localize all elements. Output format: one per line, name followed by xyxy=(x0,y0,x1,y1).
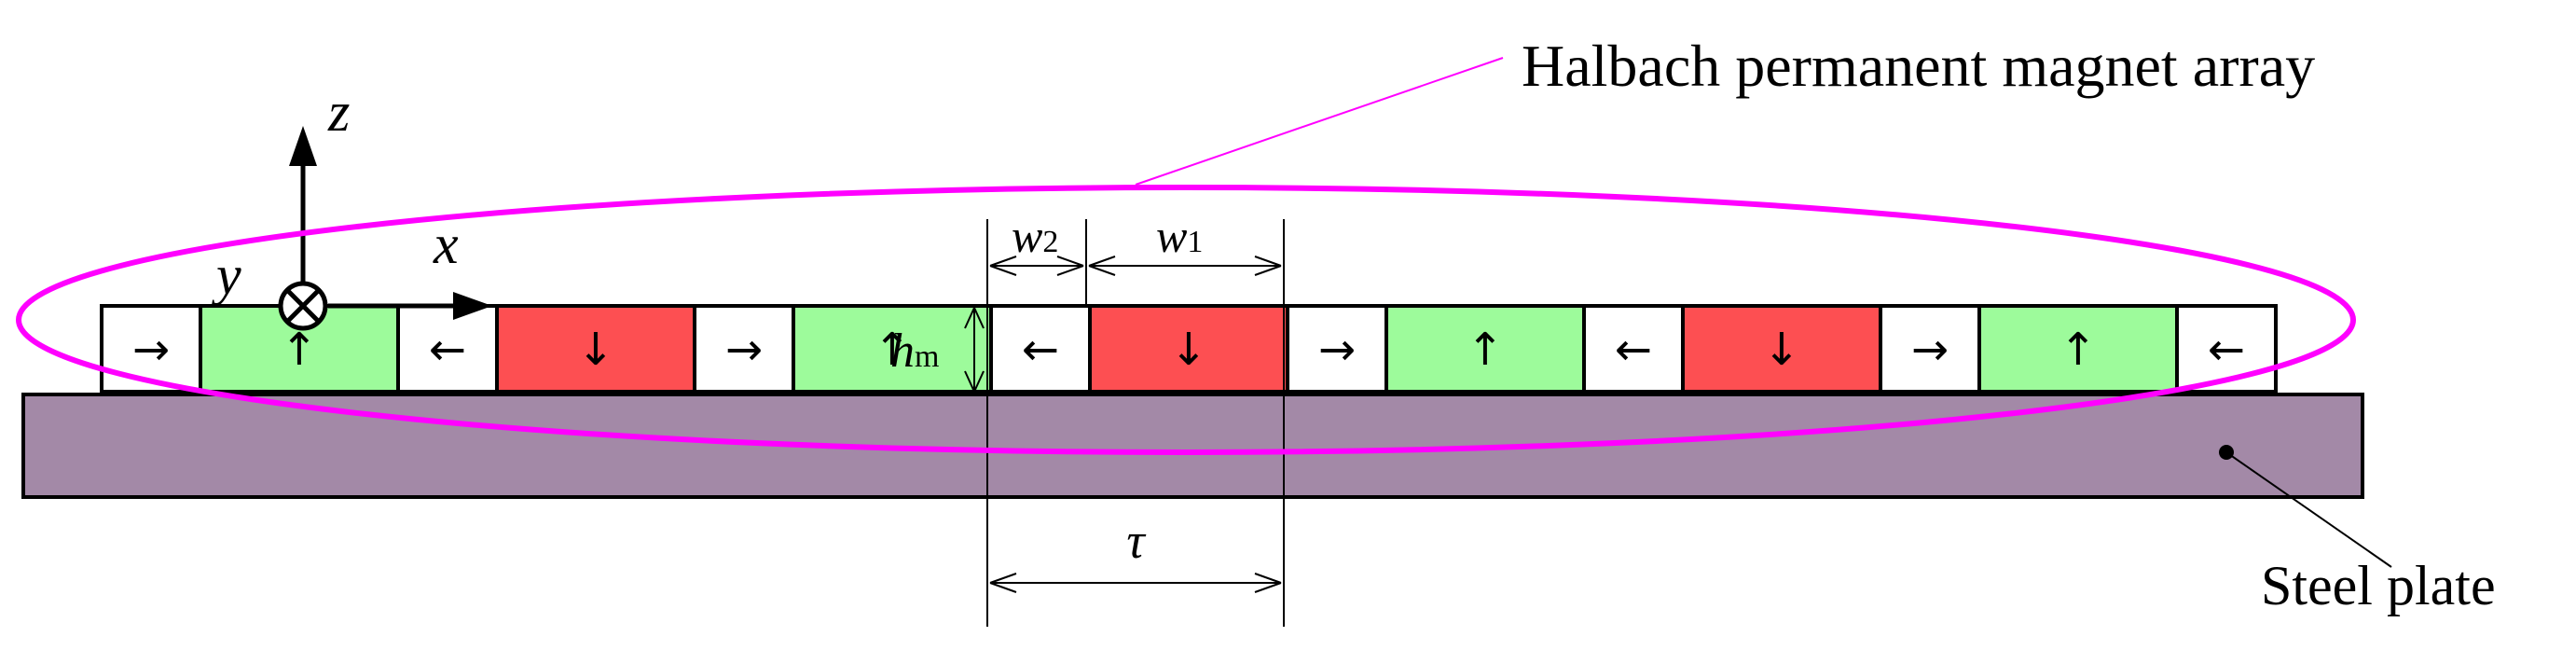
magnet-block-up: ↑ xyxy=(1384,304,1586,394)
magnet-block-horizontal: ← xyxy=(396,304,499,394)
magnet-block-horizontal: → xyxy=(1879,304,1981,394)
magnet-block-horizontal: → xyxy=(100,304,202,394)
magnet-arrow: ↑ xyxy=(874,324,911,376)
magnet-arrow: ← xyxy=(1022,324,1059,376)
array-leader-line xyxy=(1135,57,1504,186)
magnet-block-horizontal: ← xyxy=(989,304,1092,394)
magnet-block-down: ↓ xyxy=(1681,304,1882,394)
magnet-arrow: ↑ xyxy=(1467,324,1504,376)
dim-hm-label: hm xyxy=(890,325,939,378)
dim-hm-arrow xyxy=(964,307,985,393)
magnet-block-horizontal: → xyxy=(1286,304,1388,394)
axis-y-label: y xyxy=(211,244,241,306)
magnet-block-horizontal: → xyxy=(693,304,795,394)
magnet-arrow: ← xyxy=(429,324,466,376)
magnet-arrow: ↓ xyxy=(1170,324,1207,376)
magnet-arrow: ↑ xyxy=(2059,324,2097,376)
steel-plate xyxy=(21,393,2364,499)
dim-tau-arrow xyxy=(989,573,1282,593)
dim-w2-arrow xyxy=(989,256,1084,276)
plate-label: Steel plate xyxy=(2261,555,2496,616)
dim-w1-label: w1 xyxy=(1156,210,1203,262)
magnet-arrow: → xyxy=(1318,324,1356,376)
magnet-block-up: ↑ xyxy=(792,304,993,394)
magnet-block-down: ↓ xyxy=(1088,304,1289,394)
dim-w2-label: w2 xyxy=(1012,210,1058,262)
magnet-arrow: → xyxy=(132,324,170,376)
magnet-arrow: → xyxy=(1911,324,1949,376)
magnet-block-up: ↑ xyxy=(1977,304,2179,394)
plate-leader-line xyxy=(2225,451,2392,568)
magnet-block-horizontal: ← xyxy=(1582,304,1685,394)
axis-z-label: z xyxy=(327,81,350,143)
magnet-arrow: ← xyxy=(2208,324,2245,376)
magnet-arrow: ← xyxy=(1615,324,1652,376)
axis-z-arrow xyxy=(289,126,317,291)
array-label: Halbach permanent magnet array xyxy=(1522,33,2315,99)
dim-tau-label: τ xyxy=(1126,513,1146,569)
magnet-arrow: ↓ xyxy=(577,324,614,376)
axis-x-arrow xyxy=(328,292,492,320)
magnet-arrow: ↑ xyxy=(281,324,318,376)
magnet-arrow: ↓ xyxy=(1763,324,1800,376)
axis-x-label: x xyxy=(433,214,459,275)
axis-y-marker xyxy=(278,281,328,331)
dim-w1-arrow xyxy=(1088,256,1282,276)
array-highlight-ellipse xyxy=(16,185,2356,455)
magnet-array: → ↑ ← ↓ → ↑ ← ↓ → ↑ ← ↓ → ↑ ← xyxy=(100,304,2278,394)
magnet-block-down: ↓ xyxy=(495,304,696,394)
magnet-arrow: → xyxy=(725,324,763,376)
